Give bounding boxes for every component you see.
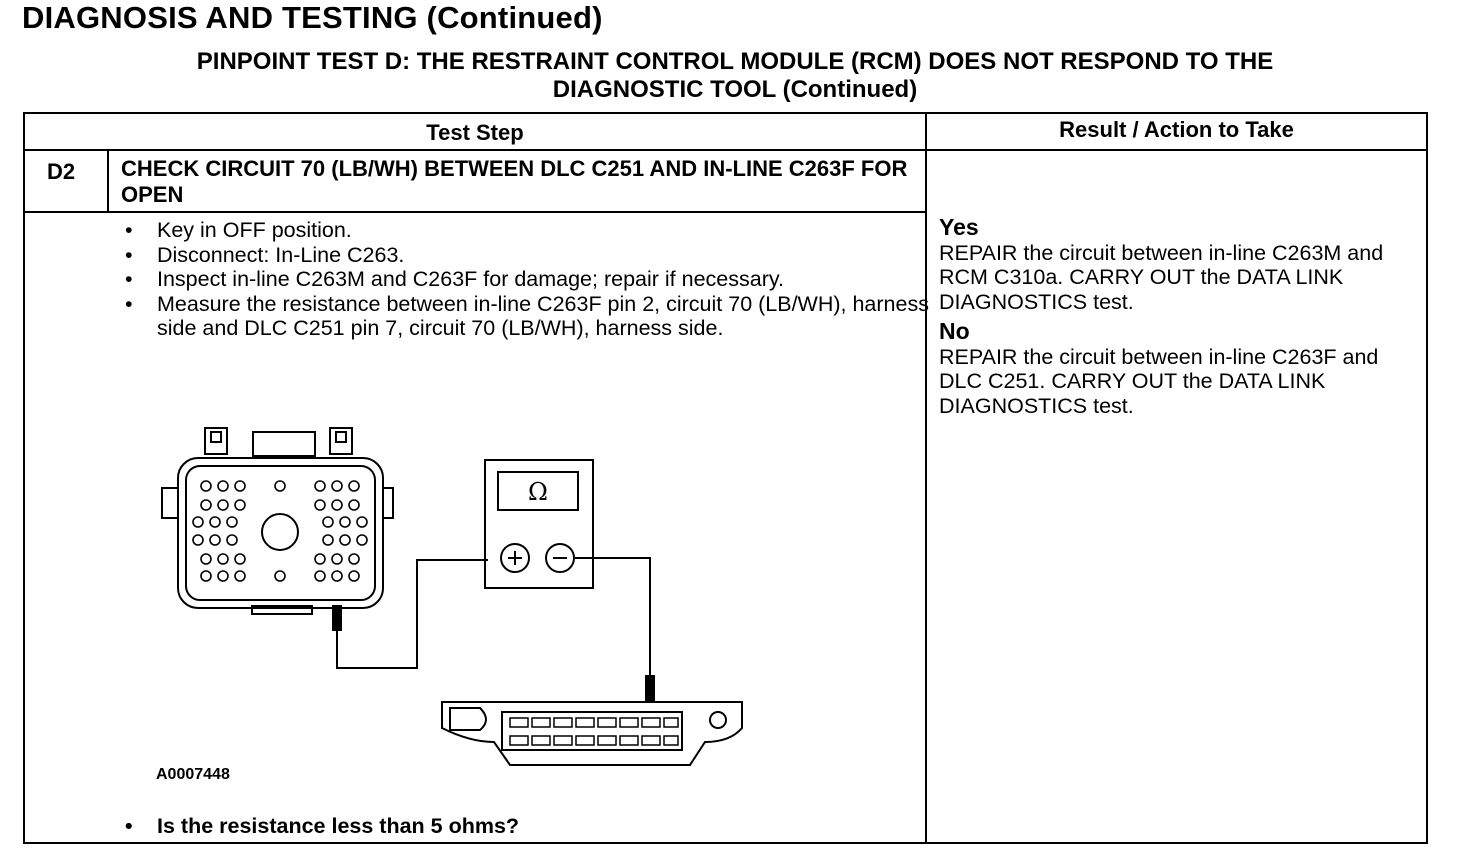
- probe-icon: [332, 605, 342, 631]
- no-label: No: [939, 318, 970, 344]
- ohmmeter-icon: [484, 459, 594, 589]
- instruction-item: Inspect in-line C263M and C263F for dama…: [125, 267, 937, 292]
- step-question: Is the resistance less than 5 ohms?: [125, 814, 519, 839]
- column-divider: [925, 114, 927, 842]
- yes-label: Yes: [939, 214, 979, 240]
- yes-action: REPAIR the circuit between in-line C263M…: [939, 240, 1384, 314]
- page-title: DIAGNOSIS AND TESTING (Continued): [22, 0, 603, 35]
- test-lead: [575, 557, 651, 676]
- step-instructions: Key in OFF position. Disconnect: In-Line…: [125, 218, 937, 341]
- wiring-diagram: Ω: [161, 427, 743, 766]
- instruction-item: Measure the resistance between in-line C…: [125, 292, 937, 341]
- pinpoint-test-table: Test Step Result / Action to Take D2 CHE…: [23, 112, 1428, 844]
- figure-code: A0007448: [156, 766, 230, 783]
- instruction-item: Key in OFF position.: [125, 218, 937, 243]
- step-id-divider: [107, 149, 109, 211]
- inline-connector-icon: [161, 427, 394, 615]
- no-action: REPAIR the circuit between in-line C263F…: [939, 344, 1379, 418]
- header-test-step: Test Step: [426, 120, 524, 145]
- header-divider: [25, 149, 1426, 151]
- step-id: D2: [47, 159, 76, 184]
- result-column: Yes REPAIR the circuit between in-line C…: [939, 214, 1425, 422]
- test-lead: [336, 559, 488, 669]
- pinpoint-test-title: PINPOINT TEST D: THE RESTRAINT CONTROL M…: [30, 48, 1440, 104]
- instruction-item: Disconnect: In-Line C263.: [125, 243, 937, 268]
- header-result-action: Result / Action to Take: [1059, 117, 1294, 142]
- test-title-line2: DIAGNOSTIC TOOL (Continued): [552, 76, 918, 103]
- test-title-line1: PINPOINT TEST D: THE RESTRAINT CONTROL M…: [196, 48, 1274, 75]
- probe-icon: [645, 675, 655, 701]
- step-title: CHECK CIRCUIT 70 (LB/WH) BETWEEN DLC C25…: [121, 156, 908, 207]
- dlc-connector-icon: [441, 701, 743, 766]
- ohm-symbol: Ω: [528, 478, 548, 506]
- step-title-divider: [25, 211, 925, 213]
